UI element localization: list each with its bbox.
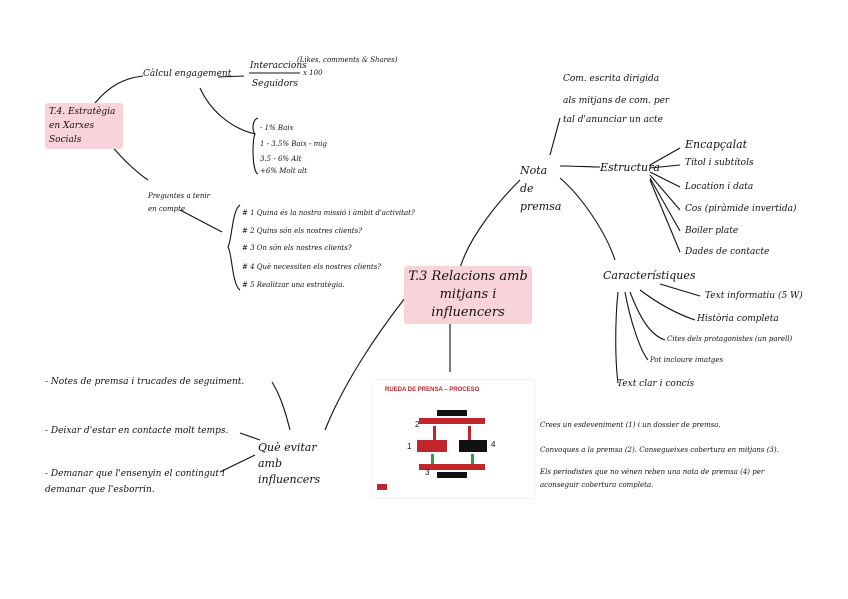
interactions-label: Interaccions bbox=[250, 61, 307, 71]
feature-item: Història completa bbox=[697, 314, 779, 324]
feature-item: Cites dels protagonistes (un parell) bbox=[667, 335, 793, 343]
question-item: # 1 Quina és la nostra missió i àmbit d'… bbox=[242, 209, 415, 217]
press-release-definition: als mitjans de com. per bbox=[563, 96, 670, 106]
interactions-note: (Likes, comments & Shares) bbox=[297, 56, 398, 64]
avoid-label: Què evitar amb influencers bbox=[258, 441, 321, 486]
level-item: - 1% Baix bbox=[260, 124, 294, 132]
feature-item: Text informatiu (5 W) bbox=[705, 291, 803, 301]
level-item: 3.5 - 6% Alt bbox=[260, 155, 302, 163]
structure-item: Cos (piràmide invertida) bbox=[685, 204, 797, 214]
avoid-item: - Demanar que l'ensenyin el contingut i … bbox=[45, 469, 225, 495]
slide-box bbox=[459, 440, 487, 452]
level-item: 1 - 3.5% Baix - mig bbox=[260, 140, 327, 148]
step-number: 2 bbox=[415, 420, 420, 429]
slide-logo bbox=[377, 484, 387, 490]
question-item: # 4 Què necessiten els nostres clients? bbox=[242, 263, 382, 271]
process-note: Convoques a la premsa (2). Consegueixes … bbox=[540, 446, 779, 454]
slide-box bbox=[437, 410, 467, 416]
step-number: 4 bbox=[491, 440, 496, 449]
slide-arrow bbox=[433, 426, 436, 440]
question-item: # 5 Realitzar una estratègia. bbox=[242, 281, 345, 289]
t4-root-node: T.4. Estratègia en Xarxes Socials bbox=[45, 103, 123, 149]
step-number: 3 bbox=[425, 468, 430, 477]
features-label: Característiques bbox=[603, 269, 696, 282]
slide-box bbox=[419, 464, 485, 470]
structure-label: Estructura bbox=[600, 161, 660, 174]
press-release-label: Nota de premsa bbox=[520, 164, 562, 213]
slide-arrow bbox=[471, 454, 474, 464]
press-release-definition: tal d'anunciar un acte bbox=[563, 115, 663, 125]
step-number: 1 bbox=[407, 442, 412, 451]
feature-item: Pot incloure imatges bbox=[650, 356, 724, 364]
t3-root-node: T.3 Relacions amb mitjans i influencers bbox=[404, 266, 532, 324]
structure-item: Encapçalat bbox=[685, 138, 748, 151]
slide-box bbox=[437, 472, 467, 478]
question-item: # 3 On són els nostres clients? bbox=[242, 244, 352, 252]
question-item: # 2 Quins són els nostres clients? bbox=[242, 227, 362, 235]
slide-title: RUEDA DE PRENSA – PROCESO bbox=[385, 387, 480, 393]
avoid-item: - Deixar d'estar en contacte molt temps. bbox=[45, 426, 229, 436]
level-item: +6% Molt alt bbox=[260, 167, 308, 175]
process-note: Crees un esdeveniment (1) i un dossier d… bbox=[540, 421, 721, 429]
structure-item: Location i data bbox=[685, 182, 754, 192]
process-note: Els periodistes que no vénen reben una n… bbox=[540, 468, 765, 489]
slide-box bbox=[417, 440, 447, 452]
press-release-definition: Com. escrita dirigida bbox=[563, 74, 660, 84]
slide-arrow bbox=[431, 454, 434, 464]
multiplier-label: x 100 bbox=[303, 69, 323, 77]
engagement-label: Càlcul engagement bbox=[143, 69, 232, 79]
structure-item: Boiler plate bbox=[685, 226, 739, 236]
feature-item: Text clar i concís bbox=[617, 379, 695, 389]
structure-item: Dades de contacte bbox=[685, 247, 770, 257]
avoid-item: - Notes de premsa i trucades de seguimen… bbox=[45, 377, 245, 387]
slide-arrow bbox=[468, 426, 471, 440]
press-conference-slide: RUEDA DE PRENSA – PROCESO 2 1 4 3 bbox=[373, 380, 534, 498]
questions-label: Preguntes a tenir en compte bbox=[148, 192, 210, 213]
followers-label: Seguidors bbox=[252, 79, 299, 89]
slide-box bbox=[419, 418, 485, 424]
structure-item: Títol i subtítols bbox=[685, 158, 754, 168]
